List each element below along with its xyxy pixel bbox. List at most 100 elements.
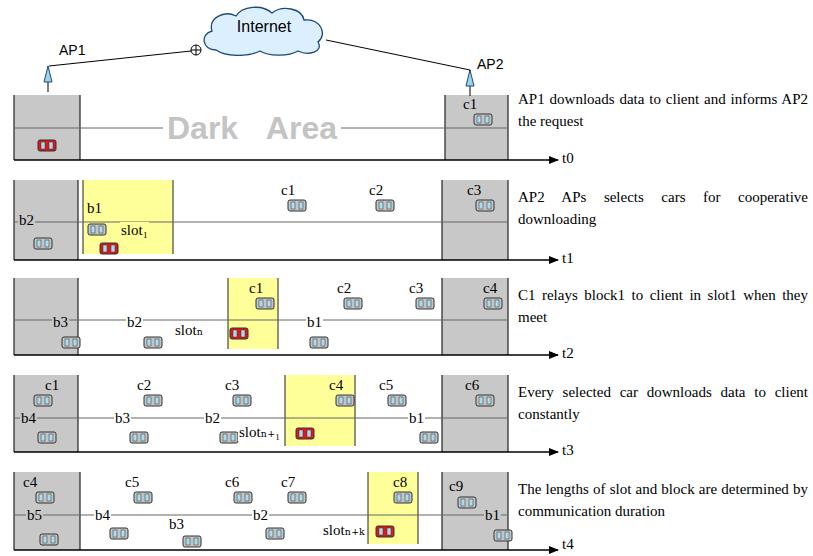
vehicle-icon <box>420 432 438 443</box>
vehicle-label: b1 <box>484 507 501 524</box>
ap-coverage <box>442 180 508 260</box>
vehicle-label: c8 <box>392 474 408 491</box>
vehicle-icon <box>416 298 434 309</box>
vehicle-icon <box>476 395 494 406</box>
vehicle-label: c3 <box>408 280 424 297</box>
vehicle-icon <box>220 432 238 443</box>
road-panel <box>14 180 558 260</box>
vehicle-label: c1 <box>248 280 264 297</box>
vehicle-label: c6 <box>224 474 240 491</box>
vehicle-label: c1 <box>280 182 296 199</box>
vehicle-icon <box>288 200 306 211</box>
vehicle-label: b1 <box>306 314 323 331</box>
ap-coverage <box>442 472 508 550</box>
slot-area <box>285 375 355 446</box>
vehicle-icon <box>310 337 328 348</box>
vehicle-icon <box>484 298 502 309</box>
step-description: The lengths of slot and block are determ… <box>517 478 809 522</box>
time-axis <box>14 549 558 550</box>
vehicle-icon <box>234 492 252 503</box>
cloud-node: Internet <box>198 4 330 56</box>
antenna-symbol <box>466 70 474 96</box>
vehicle-icon <box>38 432 56 443</box>
node-label: Internet <box>237 18 291 36</box>
step-description: Every selected car downloads data to cli… <box>517 381 809 425</box>
vehicle-label: c1 <box>44 377 60 394</box>
vehicle-label: c4 <box>328 377 344 394</box>
road-panel <box>14 95 558 160</box>
time-label: t3 <box>561 442 575 459</box>
road-panel <box>14 278 558 355</box>
vehicle-label: b2 <box>204 410 221 427</box>
vehicle-icon <box>394 492 412 503</box>
time-axis <box>14 451 558 452</box>
vehicle-icon <box>376 200 394 211</box>
slot-area <box>368 472 418 544</box>
vehicle-icon <box>494 530 512 541</box>
vehicle-label: c3 <box>466 182 482 199</box>
vehicle-label: c5 <box>378 377 394 394</box>
vehicle-label: b2 <box>252 507 269 524</box>
vehicle-label: b1 <box>86 200 103 217</box>
ap-coverage <box>14 278 78 355</box>
vehicle-icon <box>233 395 251 406</box>
vehicle-label: b1 <box>408 410 425 427</box>
client-vehicle <box>100 243 118 254</box>
vehicle-icon <box>344 298 362 309</box>
vehicle-icon <box>134 492 152 503</box>
time-label: t2 <box>561 345 575 362</box>
vehicle-label: slotₙ <box>174 322 204 339</box>
client-vehicle <box>376 526 394 537</box>
ap-label: AP2 <box>476 56 504 73</box>
road-panel <box>14 375 558 452</box>
vehicle-label: c1 <box>462 96 478 113</box>
time-axis <box>14 354 558 355</box>
lane-line <box>14 418 508 419</box>
step-description: AP1 downloads data to client and informs… <box>517 88 809 132</box>
vehicle-label: b3 <box>52 314 69 331</box>
vehicle-icon <box>144 337 162 348</box>
vehicle-label: b2 <box>18 212 35 229</box>
vehicle-icon <box>144 395 162 406</box>
vehicle-label: c7 <box>280 474 296 491</box>
slot-area <box>228 278 278 349</box>
vehicle-label: b4 <box>94 507 111 524</box>
vehicle-label: c2 <box>368 182 384 199</box>
time-label: t1 <box>561 250 575 267</box>
vehicle-label: c5 <box>124 474 140 491</box>
vehicle-icon <box>110 528 128 539</box>
vehicle-icon <box>388 395 406 406</box>
time-label: t4 <box>561 536 575 553</box>
vehicle-icon <box>130 432 148 443</box>
client-vehicle <box>230 328 248 339</box>
vehicle-label: slotₙ₊₁ <box>238 424 281 441</box>
lane-line <box>14 320 508 321</box>
vehicle-icon <box>266 528 284 539</box>
vehicle-label: c2 <box>136 377 152 394</box>
antenna-symbol <box>44 66 52 92</box>
vehicle-label: b3 <box>114 410 131 427</box>
ap-coverage <box>14 180 78 260</box>
vehicle-label: b3 <box>168 516 185 533</box>
vehicle-label: c2 <box>336 280 352 297</box>
ap-label: AP1 <box>58 42 86 59</box>
time-label: t0 <box>561 150 575 167</box>
vehicle-label: slot₁ <box>120 222 149 239</box>
slot-area <box>83 180 173 254</box>
step-description: AP2 APs selects cars for cooperative dow… <box>517 186 809 230</box>
time-axis <box>14 259 558 260</box>
vehicle-label: c6 <box>464 377 480 394</box>
vehicle-icon <box>62 337 80 348</box>
vehicle-label: c3 <box>224 377 240 394</box>
watermark: Dark Area <box>163 110 341 146</box>
vehicle-icon <box>36 492 54 503</box>
vehicle-icon <box>474 114 492 125</box>
vehicle-label: c4 <box>22 474 38 491</box>
vehicle-icon <box>183 536 201 547</box>
vehicle-label: slotₙ₊ₖ <box>322 522 366 539</box>
ap-coverage <box>14 472 80 550</box>
vehicle-icon <box>476 200 494 211</box>
vehicle-label: c4 <box>482 280 498 297</box>
vehicle-icon <box>458 497 476 508</box>
